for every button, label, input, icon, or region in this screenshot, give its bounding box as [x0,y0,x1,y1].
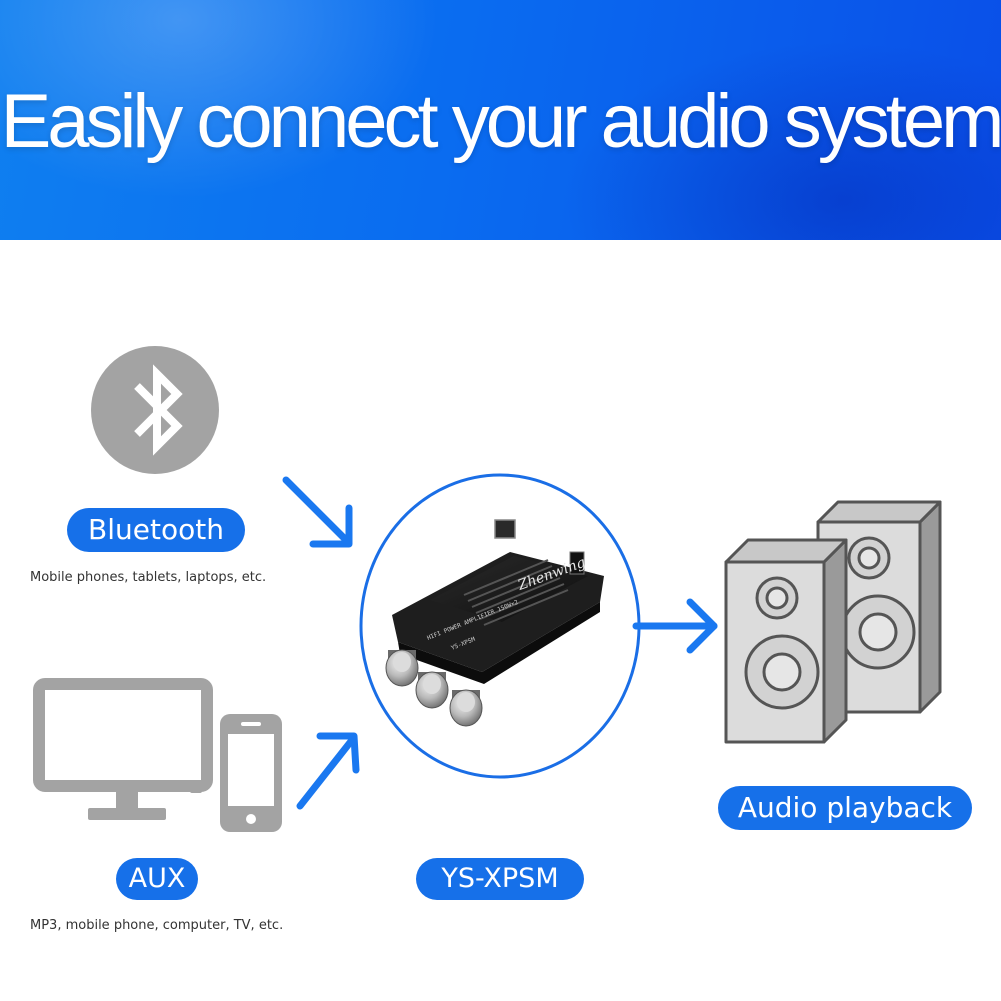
speaker-icon [724,500,942,744]
aux-label: AUX [116,858,198,900]
audio-playback-label: Audio playback [718,786,972,830]
amplifier-label: YS-XPSM [416,858,584,900]
amplifier-image: Zhenwing HIFI POWER AMPLIFIER 150W×2 YS-… [359,473,641,779]
arrow-amp-to-speakers [632,598,718,654]
arrow-bluetooth-to-amp [282,476,353,548]
bass-knob [415,671,449,709]
volume-knob [449,689,483,727]
header-banner: Easily connect your audio system [0,0,1001,240]
bluetooth-icon [91,346,219,474]
bluetooth-label: Bluetooth [67,508,245,552]
bluetooth-caption: Mobile phones, tablets, laptops, etc. [30,570,267,585]
treble-knob [385,649,419,687]
aux-caption: MP3, mobile phone, computer, TV, etc. [30,918,284,933]
arrow-aux-to-amp [296,732,360,810]
monitor-phone-icon [33,678,282,832]
page-title: Easily connect your audio system [0,79,1001,164]
